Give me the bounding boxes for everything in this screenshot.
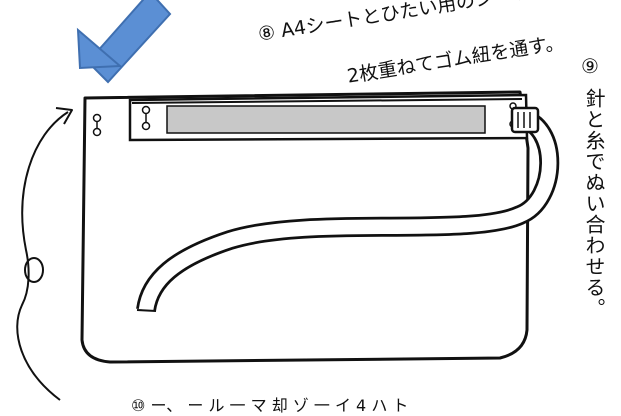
- blue-arrow-icon: [76, 0, 172, 84]
- diagram-canvas: [16, 0, 560, 401]
- step9-text: 針と糸でぬい合わせる。: [582, 88, 606, 319]
- a4-sheet-outline: [80, 90, 530, 364]
- loop-mark: [24, 257, 44, 283]
- step10-text: ー、 ー ル 一 マ 却 ゾ 一 イ 4 ハ ト: [150, 396, 409, 415]
- rubber-cord: [136, 108, 560, 312]
- double-hole-icon: [141, 105, 151, 131]
- gray-strip: [166, 105, 486, 134]
- cord-stopper-icon: [510, 106, 540, 134]
- step9-number: ⑨: [581, 54, 599, 78]
- curved-arrow-head: [55, 107, 73, 125]
- step10-partial: ⑩ ー、 ー ル 一 マ 却 ゾ 一 イ 4 ハ ト: [131, 392, 408, 416]
- curved-arrow-left: [16, 111, 69, 401]
- double-hole-icon: [92, 113, 102, 137]
- forehead-sheet-top-edge: [131, 98, 523, 104]
- rubber-cord-fill: [138, 110, 557, 312]
- step10-number: ⑩: [131, 396, 146, 415]
- rubber-cord-end: [136, 309, 157, 312]
